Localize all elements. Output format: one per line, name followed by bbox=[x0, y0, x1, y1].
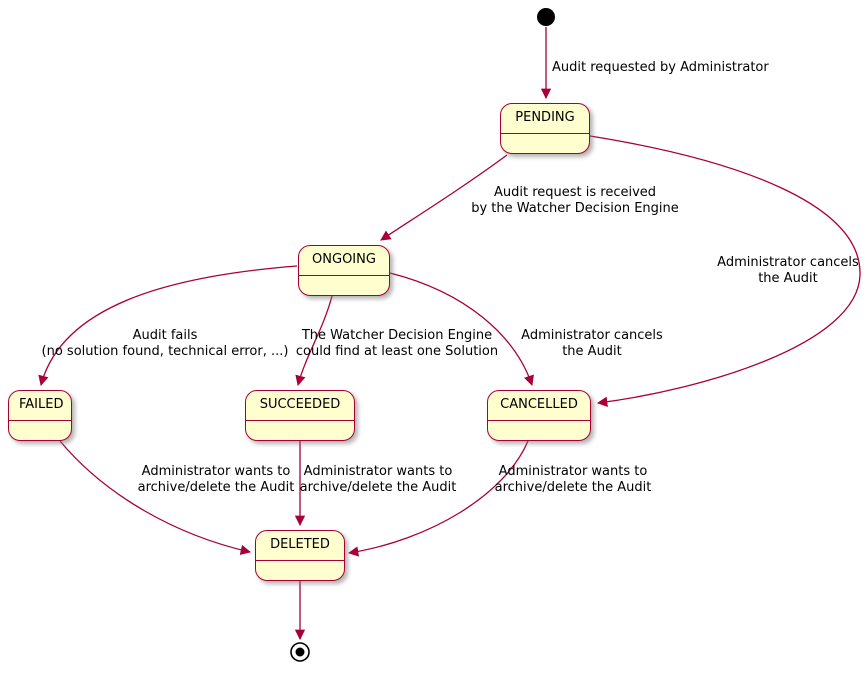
arrow-cancelled-to-deleted bbox=[347, 440, 529, 557]
label-failed-to-deleted: Administrator wants to archive/delete th… bbox=[137, 464, 295, 495]
state-cancelled-title: CANCELLED bbox=[488, 391, 590, 421]
state-deleted-body bbox=[256, 561, 344, 580]
state-ongoing: ONGOING bbox=[298, 245, 390, 296]
label-pending-to-ongoing: Audit request is received by the Watcher… bbox=[471, 185, 679, 216]
state-pending-title: PENDING bbox=[501, 104, 589, 134]
state-pending-body bbox=[501, 134, 589, 153]
state-cancelled-body bbox=[488, 421, 590, 440]
state-failed-body bbox=[9, 421, 71, 440]
state-pending: PENDING bbox=[500, 103, 590, 154]
arrow-ongoing-to-succeeded bbox=[295, 295, 333, 387]
arrow-pending-to-cancelled bbox=[589, 135, 861, 407]
label-ongoing-to-cancelled: Administrator cancels the Audit bbox=[521, 328, 663, 359]
label-pending-to-cancelled: Administrator cancels the Audit bbox=[717, 255, 859, 286]
label-initial-to-pending: Audit requested by Administrator bbox=[552, 60, 769, 75]
state-deleted-title: DELETED bbox=[256, 531, 344, 561]
label-cancelled-to-deleted: Administrator wants to archive/delete th… bbox=[494, 464, 652, 495]
state-failed-title: FAILED bbox=[9, 391, 71, 421]
label-ongoing-to-failed: Audit fails (no solution found, technica… bbox=[41, 328, 289, 359]
state-succeeded-title: SUCCEEDED bbox=[246, 391, 354, 421]
arrow-pending-to-ongoing bbox=[380, 154, 508, 241]
state-cancelled: CANCELLED bbox=[487, 390, 591, 441]
state-failed: FAILED bbox=[8, 390, 72, 441]
label-ongoing-to-succeeded: The Watcher Decision Engine could find a… bbox=[295, 328, 499, 359]
state-ongoing-body bbox=[299, 276, 389, 295]
arrow-ongoing-to-failed bbox=[38, 265, 298, 387]
final-state-node-inner bbox=[295, 647, 305, 657]
arrow-ongoing-to-cancelled bbox=[389, 272, 534, 386]
state-ongoing-title: ONGOING bbox=[299, 246, 389, 276]
label-succeeded-to-deleted: Administrator wants to archive/delete th… bbox=[299, 464, 457, 495]
state-succeeded: SUCCEEDED bbox=[245, 390, 355, 441]
state-succeeded-body bbox=[246, 421, 354, 440]
state-deleted: DELETED bbox=[255, 530, 345, 581]
initial-state-node bbox=[537, 8, 555, 26]
arrow-failed-to-deleted bbox=[59, 440, 252, 555]
